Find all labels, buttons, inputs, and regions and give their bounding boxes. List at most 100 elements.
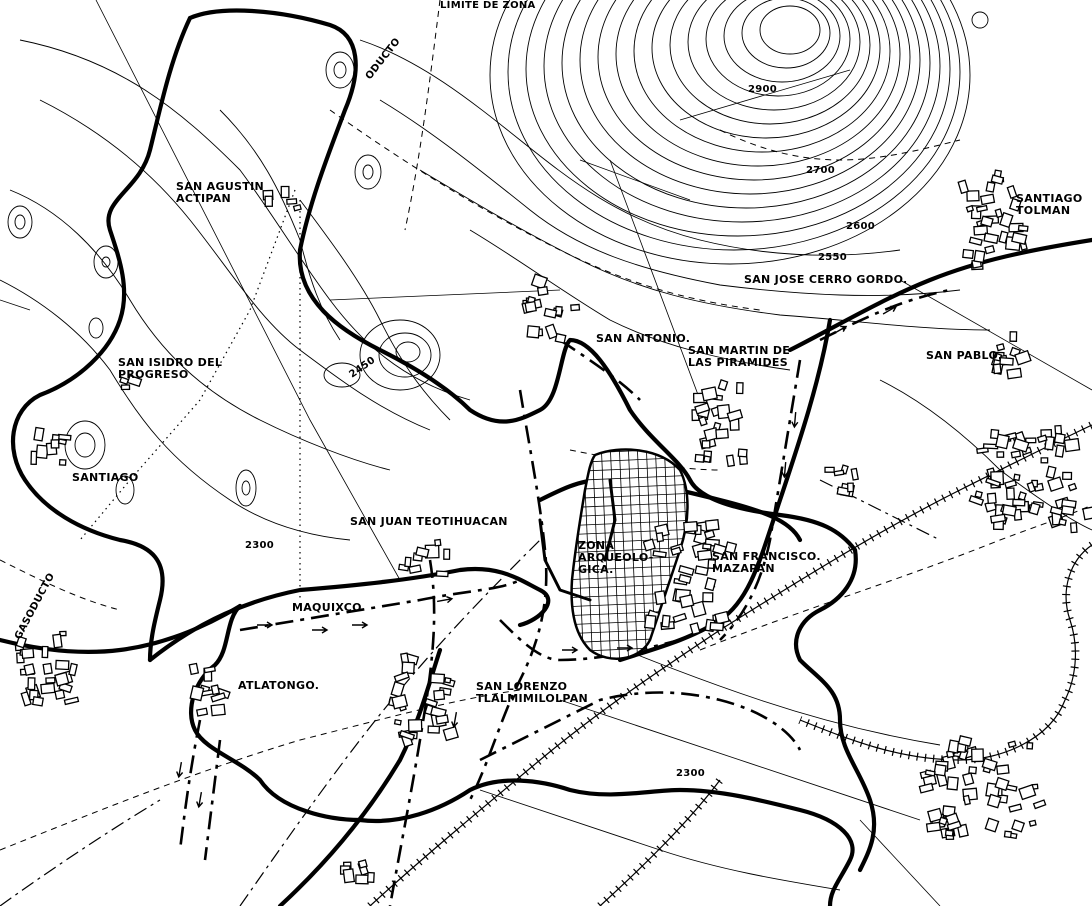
- settlement-block: [443, 548, 451, 560]
- settlement-block: [697, 549, 713, 561]
- route-arrow: [176, 761, 184, 779]
- settlement-block: [366, 871, 375, 883]
- settlement-block: [1010, 450, 1022, 459]
- settlement-block: [704, 577, 717, 592]
- settlement-block: [702, 592, 714, 603]
- settlement-block: [850, 467, 859, 481]
- settlement-block: [1011, 231, 1028, 245]
- settlement-block: [435, 714, 450, 725]
- settlement-block: [524, 300, 537, 314]
- settlement-block: [925, 821, 942, 833]
- settlement-block: [1013, 473, 1021, 482]
- settlement-block: [946, 820, 962, 832]
- settlement-block: [15, 635, 28, 649]
- settlement-block: [434, 538, 442, 547]
- settlement-block: [1053, 432, 1066, 445]
- settlement-block: [677, 564, 695, 577]
- settlement-block: [1003, 830, 1013, 839]
- settlement-block: [847, 482, 854, 493]
- settlement-block: [971, 748, 985, 763]
- settlement-block: [690, 600, 707, 618]
- mountain-contour: [507, 0, 961, 251]
- settlement-block: [27, 677, 36, 691]
- elevation-2700: 2700: [806, 165, 835, 176]
- label-san-pablo: SAN PABLO.: [926, 349, 1002, 362]
- settlement-block: [975, 204, 988, 213]
- settlement-block: [264, 195, 274, 207]
- settlement-block: [670, 546, 682, 556]
- elevation-2600: 2600: [846, 221, 875, 232]
- settlement-block: [716, 403, 731, 420]
- settlement-block: [1069, 522, 1078, 534]
- settlement-block: [1054, 444, 1065, 458]
- settlement-block: [994, 433, 1010, 450]
- settlement-block: [1047, 476, 1064, 492]
- settlement-block: [203, 665, 216, 674]
- settlement-block: [195, 707, 209, 717]
- settlement-block: [554, 332, 567, 344]
- settlement-block: [1008, 197, 1022, 212]
- settlement-block: [980, 215, 994, 228]
- mountain-contour: [561, 0, 931, 209]
- settlement-block: [1018, 784, 1037, 801]
- settlement-block: [994, 208, 1004, 219]
- settlement-block: [968, 494, 985, 507]
- settlement-block: [968, 236, 983, 246]
- settlement-block: [63, 696, 80, 706]
- settlement-block: [23, 663, 36, 677]
- settlement-block: [990, 174, 1005, 185]
- settlement-block: [836, 486, 851, 497]
- settlement-block: [715, 428, 729, 440]
- settlement-block: [984, 817, 1000, 833]
- settlement-block: [996, 764, 1010, 775]
- route-arrow: [781, 461, 789, 479]
- mountain-contour: [759, 5, 821, 55]
- settlement-block: [946, 776, 959, 791]
- mountain-contour: [543, 0, 941, 223]
- label-san-antonio: SAN ANTONIO.: [596, 332, 690, 345]
- settlement-block: [981, 757, 998, 772]
- settlement-block: [1026, 481, 1036, 493]
- settlement-block: [1060, 505, 1075, 516]
- settlement-block: [999, 357, 1014, 366]
- settlement-block: [530, 273, 549, 290]
- mountain-contour: [489, 0, 971, 265]
- settlement-block: [717, 379, 729, 392]
- settlement-block: [957, 735, 973, 747]
- settlement-block: [735, 382, 744, 395]
- mountain-contour: [705, 0, 851, 97]
- settlement-block: [965, 204, 975, 213]
- settlement-block: [924, 769, 936, 777]
- settlement-block: [714, 610, 730, 625]
- settlement-block: [41, 645, 49, 659]
- settlement-block: [54, 689, 66, 700]
- settlement-block: [701, 440, 711, 449]
- settlement-block: [355, 874, 369, 885]
- settlement-block: [927, 807, 944, 823]
- settlement-block: [286, 198, 298, 205]
- settlement-block: [962, 248, 975, 260]
- settlement-block: [536, 285, 549, 297]
- settlement-block: [33, 426, 45, 442]
- settlement-block: [1040, 457, 1049, 464]
- label-santiago: SANTIAGO: [72, 471, 139, 484]
- settlement-block: [442, 725, 460, 742]
- label-maquixco: MAQUIXCO: [292, 601, 362, 614]
- settlement-block: [40, 682, 56, 695]
- roads: [0, 479, 941, 906]
- settlement-block: [1006, 184, 1018, 200]
- settlement-block: [995, 342, 1006, 352]
- settlement-block: [985, 181, 996, 193]
- elevation-2300-left: 2300: [245, 540, 274, 551]
- settlement-block: [404, 556, 412, 568]
- settlement-block: [976, 446, 989, 454]
- settlement-block: [998, 230, 1009, 244]
- settlement-block: [643, 614, 657, 630]
- settlement-block: [700, 386, 718, 402]
- settlement-block: [1062, 471, 1073, 481]
- mountain-contour: [669, 0, 871, 125]
- settlement-block: [210, 692, 227, 703]
- cerro-gordo-contours: [489, 0, 971, 265]
